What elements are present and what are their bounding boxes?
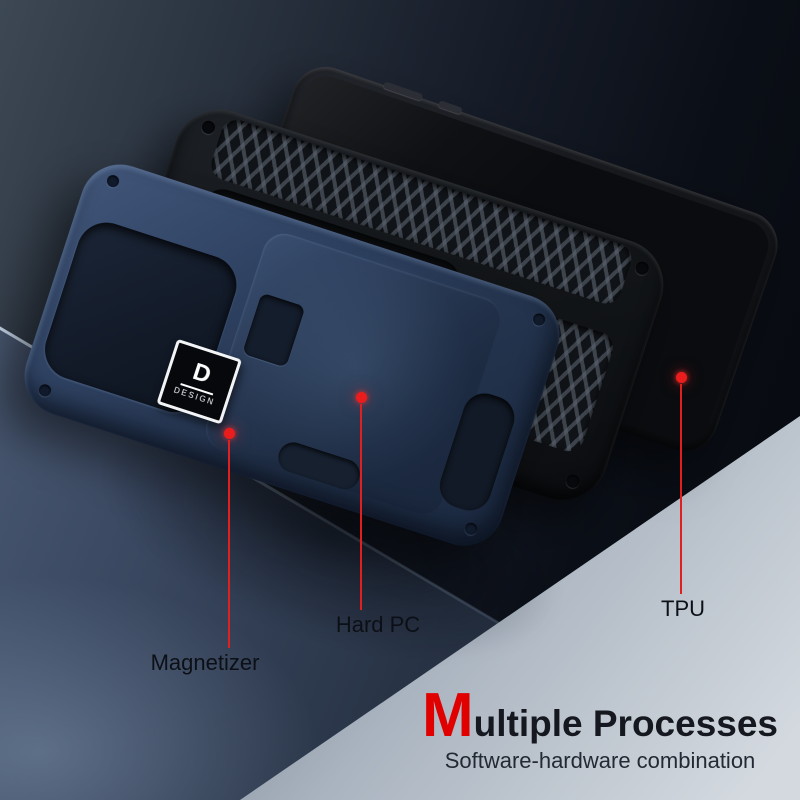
brand-logo-letter: D [189,358,215,390]
callout-line-hard-pc [360,404,362,610]
callout-label-hard-pc: Hard PC [335,612,421,637]
tpu-corner-hole [200,119,217,136]
pc-corner-hole [463,521,479,537]
tpu-corner-hole [633,260,651,277]
caption-title-rest: ultiple Processes [473,703,779,744]
callout-dot-tpu [676,372,687,383]
callout-label-magnetizer: Magnetizer [150,650,260,675]
callout-label-tpu: TPU [661,596,705,621]
callout-line-magnetizer [228,440,230,648]
pc-corner-hole [531,312,547,328]
caption-subtitle: Software-hardware combination [444,747,756,773]
callout-dot-hard-pc [356,392,367,403]
callout-line-tpu [680,384,682,594]
caption-title-lead-letter: M [421,681,474,750]
tpu-corner-hole [564,473,582,490]
callout-dot-magnetizer [224,428,235,439]
pc-corner-hole [105,173,121,189]
pc-corner-hole [37,382,53,398]
